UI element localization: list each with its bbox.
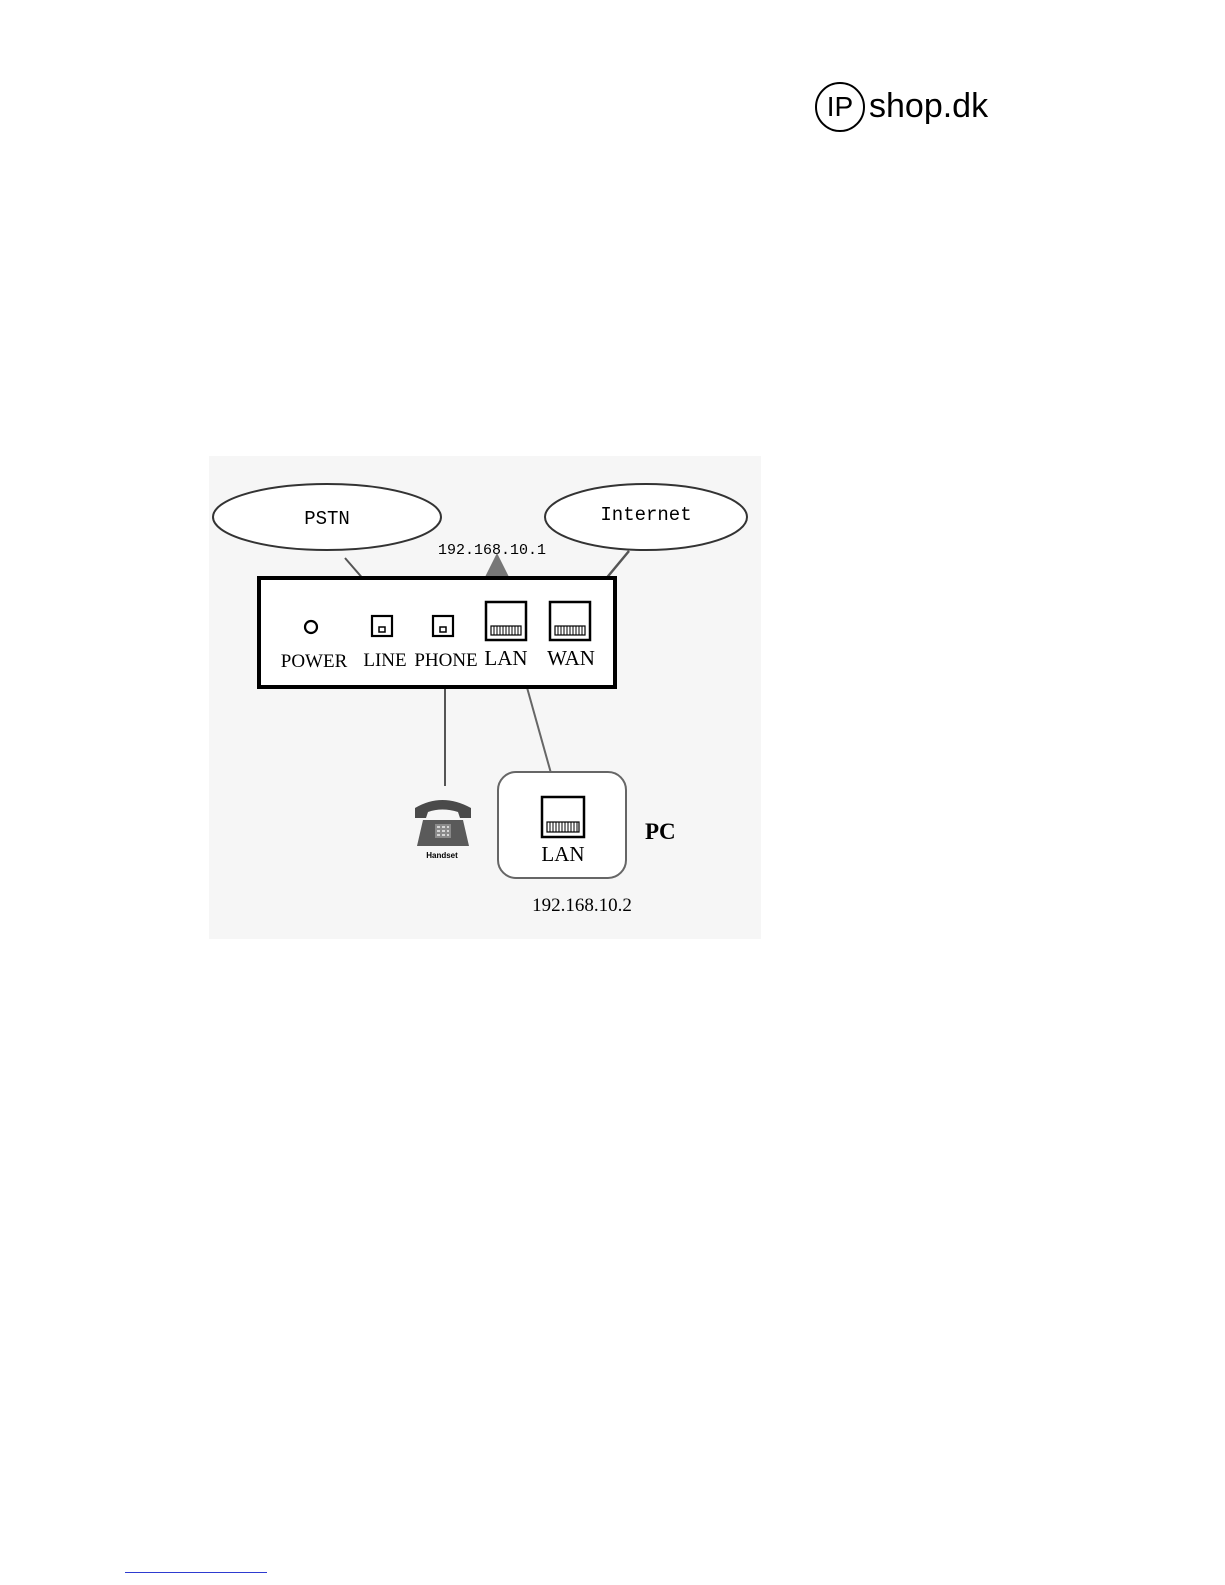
phone-label: PHONE [414, 650, 477, 671]
pc-lan-label: LAN [541, 842, 584, 866]
handset-label: Handset [426, 851, 458, 860]
telephone-handset-icon [415, 800, 471, 846]
wan-port-icon [550, 602, 590, 640]
router-lan-label: LAN [484, 646, 527, 670]
wan-label: WAN [547, 646, 595, 670]
power-label: POWER [281, 651, 348, 672]
network-diagram: PSTN Internet 192.168.10.1 POWER LINE PH… [209, 456, 761, 939]
pc-lan-port-icon [542, 797, 584, 837]
logo-circle-text: IP [827, 93, 853, 121]
diagram-svg: PSTN Internet 192.168.10.1 POWER LINE PH… [209, 456, 761, 939]
ipshop-logo: IP shop.dk [815, 82, 1005, 138]
logo-circle: IP [815, 82, 865, 132]
router-lan-port-icon [486, 602, 526, 640]
line-label: LINE [363, 650, 406, 671]
pc-ip-label: 192.168.10.2 [532, 895, 632, 916]
pstn-label: PSTN [304, 508, 350, 530]
pc-title: PC [645, 819, 676, 844]
line-port-icon [372, 616, 392, 636]
logo-text: shop.dk [869, 86, 988, 126]
router-ip-label: 192.168.10.1 [438, 542, 546, 559]
internet-label: Internet [600, 504, 691, 526]
phone-port-icon [433, 616, 453, 636]
footnote-rule [125, 1572, 267, 1573]
